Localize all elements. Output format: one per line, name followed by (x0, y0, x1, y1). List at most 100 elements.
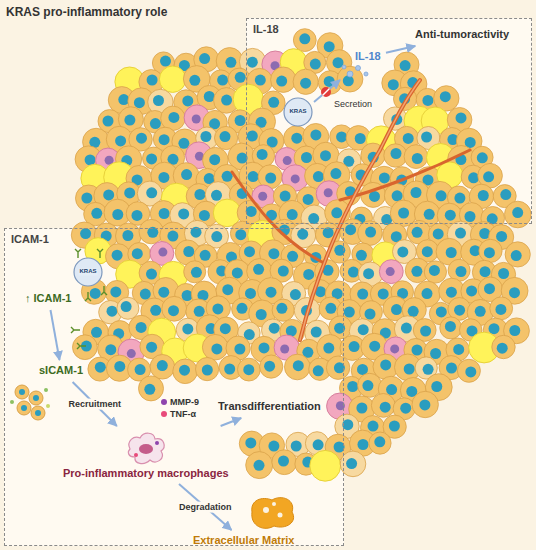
dashed-region: ICAM-1↑ ICAM-1sICAM-1Pro-inflammatory ma… (4, 228, 344, 546)
nucleus (268, 97, 279, 108)
tumor-cell (117, 297, 139, 319)
molecule (364, 72, 368, 76)
nucleus (200, 250, 211, 261)
nucleus (334, 442, 345, 453)
nucleus (159, 208, 170, 219)
nucleus (269, 323, 280, 334)
molecule (342, 65, 346, 69)
cell (29, 391, 43, 405)
nucleus (454, 305, 465, 316)
tumor-cell (404, 145, 428, 169)
nucleus (465, 366, 476, 377)
nucleus (224, 364, 235, 375)
nucleus (348, 267, 359, 278)
nucleus (265, 173, 276, 184)
annotation-label: TNF-α (170, 409, 196, 420)
nucleus (412, 345, 423, 356)
nucleus (455, 228, 466, 239)
nucleus (158, 172, 169, 183)
tumor-cell (424, 261, 446, 283)
nucleus (330, 168, 341, 179)
nucleus (300, 78, 311, 89)
tumor-cell (369, 432, 391, 454)
nucleus (247, 131, 258, 142)
tumor-cell (440, 317, 462, 339)
nucleus (283, 156, 292, 165)
nucleus (280, 191, 291, 202)
panel-ground (4, 228, 344, 546)
vessel-highlight (300, 80, 420, 340)
tumor-cell (337, 66, 363, 92)
nucleus (146, 187, 157, 198)
nucleus (268, 248, 279, 259)
nucleus (112, 209, 123, 220)
nucleus (293, 360, 304, 371)
nucleus (278, 456, 289, 467)
nucleus (221, 95, 232, 106)
nucleus (290, 289, 301, 300)
nucleus (408, 306, 419, 317)
nucleus (150, 305, 161, 316)
nucleus (403, 133, 414, 144)
nucleus (380, 402, 391, 413)
nucleus (91, 208, 102, 219)
receptor (75, 249, 81, 258)
nucleus (378, 288, 389, 299)
nucleus (365, 309, 376, 320)
nucleus (466, 285, 477, 296)
kras-cell (74, 258, 102, 286)
nucleus (390, 344, 399, 353)
nucleus (167, 231, 178, 242)
nucleus (235, 229, 246, 240)
nucleus (391, 148, 402, 159)
nucleus (512, 207, 523, 218)
ecm-hole (263, 507, 269, 513)
nucleus (374, 436, 385, 447)
nucleus (132, 210, 143, 221)
nucleus (80, 228, 91, 239)
nucleus (264, 361, 275, 372)
molecule (356, 66, 361, 71)
tumor-cell (260, 355, 283, 378)
nucleus (243, 364, 254, 375)
nucleus (110, 286, 121, 297)
annotation-label: MMP-9 (170, 397, 199, 408)
nucleus (419, 399, 430, 410)
nucleus (313, 171, 324, 182)
nucleus (127, 349, 136, 358)
nucleus (146, 269, 157, 280)
nucleus (136, 322, 147, 333)
nucleus (336, 131, 347, 142)
nucleus (388, 79, 399, 90)
nucleus (301, 152, 312, 163)
node-text: Anti-tumoractivity (415, 28, 510, 41)
nucleus (235, 72, 246, 83)
nucleus (253, 264, 264, 275)
nucleus (278, 266, 289, 277)
nucleus (456, 266, 467, 277)
nucleus (398, 208, 409, 219)
region-heading: IL-18 (253, 23, 279, 36)
edge-label: Degradation (177, 502, 234, 513)
nucleus (357, 364, 368, 375)
receptor (77, 343, 86, 349)
text-node: sICAM-1 (37, 363, 86, 379)
tumor-cell (340, 451, 366, 477)
receptor (85, 292, 91, 301)
nucleus (509, 287, 520, 298)
macrophage-icon (124, 429, 168, 467)
nucleus (412, 153, 423, 164)
soluble-icam (46, 404, 50, 408)
nucleus (431, 381, 442, 392)
nucleus (192, 115, 201, 124)
tumor-cell (490, 297, 513, 320)
nucleus (245, 437, 256, 448)
tumor-cell (293, 69, 318, 94)
nucleus (400, 60, 411, 71)
nucleus (475, 306, 486, 317)
nucleus (389, 421, 400, 432)
nucleus (158, 248, 167, 257)
nucleus (245, 288, 256, 299)
tumor-cell (139, 376, 164, 401)
nucleus (255, 75, 266, 86)
